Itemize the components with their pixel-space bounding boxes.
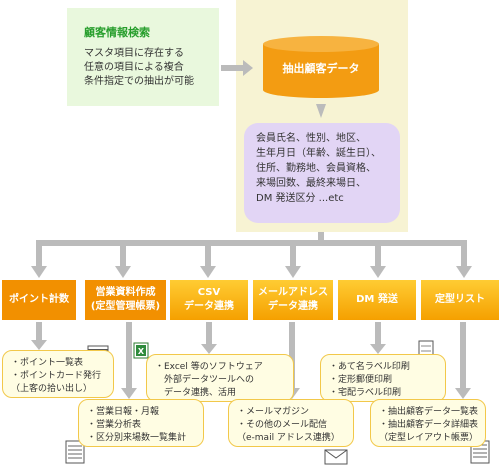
result-line: ・メールマガジン xyxy=(237,407,310,417)
category-email: メールアドレス データ連携 xyxy=(253,280,333,320)
category-dm: DM 発送 xyxy=(338,280,416,320)
result-line: 外部データツールへの xyxy=(155,375,255,385)
category-label: 定型リスト xyxy=(435,294,485,305)
search-line: マスタ項目に存在する xyxy=(84,48,184,59)
result-line: ・あて名ラベル印刷 xyxy=(329,362,410,372)
category-label: データ連携 xyxy=(184,301,234,312)
arrow-search-to-db xyxy=(221,60,253,76)
result-dm: ・あて名ラベル印刷 ・定形郵便印刷 ・宅配ラベル印刷 xyxy=(320,354,446,402)
search-description: マスタ項目に存在する 任意の項目による複合 条件指定での抽出が可能 xyxy=(84,47,194,89)
field-line: 生年月日（年齢、誕生日）、 xyxy=(256,148,381,159)
result-mail: ・メールマガジン ・その他のメール配信 （e-mail アドレス連携） xyxy=(228,399,354,447)
search-line: 条件指定での抽出が可能 xyxy=(84,76,194,87)
category-list: 定型リスト xyxy=(421,280,499,320)
result-line: ・Excel 等のソフトウェア xyxy=(155,362,263,372)
result-line: （e-mail アドレス連携） xyxy=(237,433,340,443)
field-line: DM 発送区分 ...etc xyxy=(256,193,344,204)
field-line: 会員氏名、性別、地区、 xyxy=(256,133,366,144)
arrow-db-to-info xyxy=(316,104,326,118)
category-point-count: ポイント計数 xyxy=(2,280,76,320)
category-label: (定型管理帳票) xyxy=(90,301,161,312)
search-panel xyxy=(67,8,219,106)
category-label: データ連携 xyxy=(268,301,318,312)
result-line: （定型レイアウト帳票） xyxy=(379,433,479,443)
result-csv: ・Excel 等のソフトウェア 外部データツールへの データ連携、活用 xyxy=(146,354,294,402)
svg-text:X: X xyxy=(138,347,145,356)
result-line: ・宅配ラベル印刷 xyxy=(329,388,402,398)
tree-connector xyxy=(31,232,472,278)
result-line: データ連携、活用 xyxy=(155,388,237,398)
result-point: ・ポイント一覧表 ・ポイントカード発行 （上客の拾い出し） xyxy=(2,350,114,398)
category-label: DM 発送 xyxy=(356,294,398,305)
search-title: 顧客情報検索 xyxy=(84,26,150,39)
ledger-icon xyxy=(65,440,85,464)
result-line: ・営業分析表 xyxy=(87,420,142,430)
result-line: ・区分別来場数一覧集計 xyxy=(87,433,187,443)
envelope-icon xyxy=(324,449,348,465)
result-line: ・抽出顧客データ詳細表 xyxy=(379,420,479,430)
result-line: ・ポイント一覧表 xyxy=(11,358,84,368)
result-list: ・抽出顧客データ一覧表 ・抽出顧客データ詳細表 （定型レイアウト帳票） xyxy=(370,399,486,447)
result-sales: ・営業日報・月報 ・営業分析表 ・区分別来場数一覧集計 xyxy=(78,399,204,447)
field-line: 住所、勤務地、会員資格、 xyxy=(256,163,376,174)
category-csv: CSV データ連携 xyxy=(170,280,248,320)
search-line: 任意の項目による複合 xyxy=(84,62,184,73)
result-line: ・定形郵便印刷 xyxy=(329,375,393,385)
result-line: ・営業日報・月報 xyxy=(87,407,160,417)
excel-icon: X xyxy=(133,342,149,359)
category-label: メールアドレス xyxy=(258,287,328,298)
database-label: 抽出顧客データ xyxy=(282,62,360,75)
result-line: ・抽出顧客データ一覧表 xyxy=(379,407,479,417)
result-line: ・ポイントカード発行 xyxy=(11,371,102,381)
database-cylinder xyxy=(263,36,379,98)
field-line: 来場回数、最終来場日、 xyxy=(256,178,366,189)
category-label: CSV xyxy=(197,287,221,298)
field-list-box: 会員氏名、性別、地区、 生年月日（年齢、誕生日）、 住所、勤務地、会員資格、 来… xyxy=(244,123,400,223)
category-label: ポイント計数 xyxy=(9,294,69,305)
result-line: （上客の拾い出し） xyxy=(11,384,93,394)
result-line: ・その他のメール配信 xyxy=(237,420,328,430)
category-label: 営業資料作成 xyxy=(95,287,156,298)
category-sales-docs: 営業資料作成 (定型管理帳票) xyxy=(85,280,166,320)
